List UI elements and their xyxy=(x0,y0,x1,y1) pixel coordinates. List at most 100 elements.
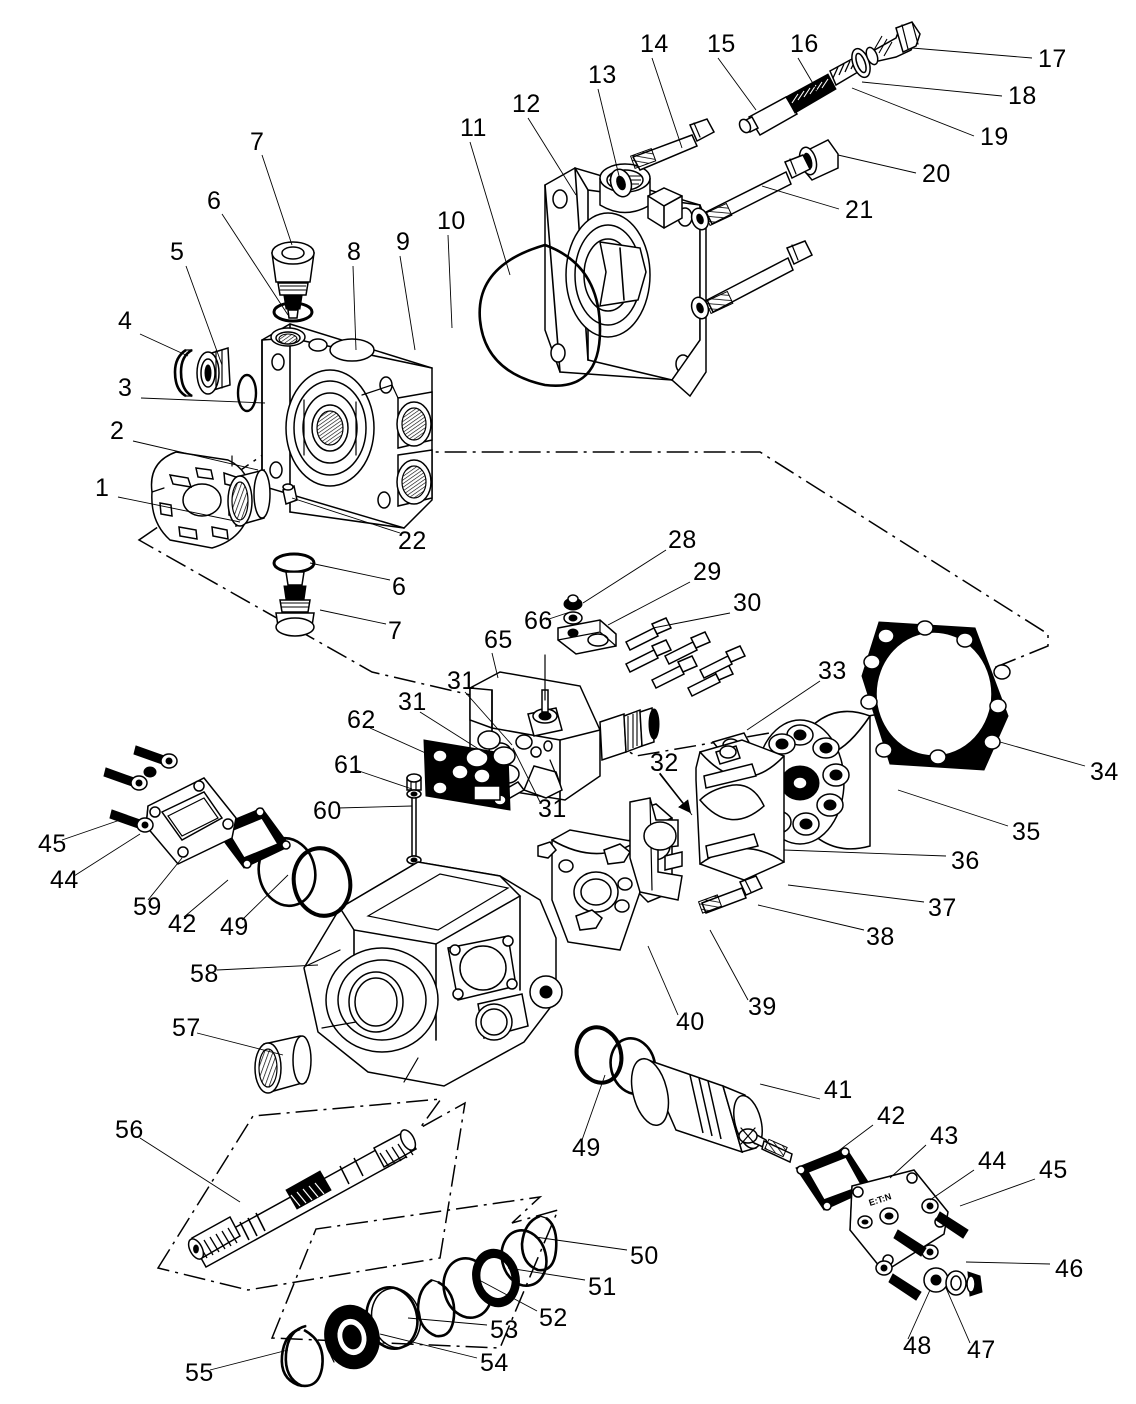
part-14-capscrew xyxy=(629,118,716,171)
part-21-capscrew-lower xyxy=(690,240,814,320)
leader-line-19 xyxy=(851,87,975,137)
leader-line-9 xyxy=(399,255,416,351)
callout-42a: 42 xyxy=(168,910,197,938)
leader-line-1 xyxy=(117,496,241,523)
part-2-needle-bearing xyxy=(227,469,271,527)
part-16-spring xyxy=(785,73,837,114)
part-5-shaft-seal xyxy=(196,347,231,395)
callout-41: 41 xyxy=(824,1076,853,1104)
leader-line-32 xyxy=(659,772,693,816)
callout-1: 1 xyxy=(95,474,110,502)
leader-line-44a xyxy=(73,833,141,877)
callout-14: 14 xyxy=(640,30,669,58)
leader-line-56 xyxy=(139,1137,241,1203)
callout-21: 21 xyxy=(845,196,874,224)
part-48-47-46-washers-nut xyxy=(923,1267,983,1297)
part-29-cover-plate xyxy=(544,619,617,701)
callout-38: 38 xyxy=(866,923,895,951)
callout-42b: 42 xyxy=(877,1102,906,1130)
leader-line-7b xyxy=(319,609,387,625)
part-34-gasket-large xyxy=(860,620,1011,771)
part-18-washer xyxy=(851,47,871,79)
callout-33: 33 xyxy=(818,657,847,685)
part-11-gasket xyxy=(478,243,602,388)
callout-44a: 44 xyxy=(50,866,79,894)
leader-line-58 xyxy=(216,964,319,971)
leader-line-21 xyxy=(761,185,840,210)
callout-11: 11 xyxy=(460,114,487,142)
leader-line-31b xyxy=(419,711,489,756)
leader-line-35 xyxy=(897,789,1009,827)
callout-12: 12 xyxy=(512,90,541,118)
callout-62: 62 xyxy=(347,706,376,734)
part-66-washer xyxy=(563,611,583,625)
callout-19: 19 xyxy=(980,123,1009,151)
callout-45a: 45 xyxy=(38,830,67,858)
leader-line-48 xyxy=(907,1289,931,1340)
callout-58: 58 xyxy=(190,960,219,988)
callout-49a: 49 xyxy=(220,913,249,941)
part-19-spring-small xyxy=(829,57,859,87)
leader-line-16 xyxy=(797,57,819,93)
part-4-retaining-ring xyxy=(173,348,193,398)
callout-60: 60 xyxy=(313,797,342,825)
leader-line-31a xyxy=(464,691,513,746)
callout-6b: 6 xyxy=(392,573,407,601)
part-12-pump-housing-rear xyxy=(544,163,707,398)
leader-line-37 xyxy=(787,884,925,903)
leader-line-40 xyxy=(647,945,679,1016)
callout-37: 37 xyxy=(928,894,957,922)
leader-lines xyxy=(61,47,1086,1371)
callout-31b: 31 xyxy=(398,688,427,716)
callout-16: 16 xyxy=(790,30,819,58)
callout-66: 66 xyxy=(524,607,553,635)
leader-line-55 xyxy=(209,1349,289,1371)
leader-line-49b xyxy=(581,1074,606,1141)
part-7-cartridge-valve-lower xyxy=(272,552,316,637)
leader-line-10 xyxy=(447,234,453,329)
callout-2: 2 xyxy=(110,417,125,445)
callout-50: 50 xyxy=(630,1242,659,1270)
part-36-swashplate xyxy=(695,739,785,881)
part-61-screw xyxy=(406,773,422,857)
leader-line-29 xyxy=(607,581,691,626)
callout-35: 35 xyxy=(1012,818,1041,846)
leader-line-36 xyxy=(783,849,947,857)
part-56-drive-shaft xyxy=(187,1129,418,1269)
leader-line-6b xyxy=(309,562,391,581)
callout-15: 15 xyxy=(707,30,736,58)
part-17-plug xyxy=(865,21,921,66)
leader-line-57 xyxy=(196,1032,284,1056)
leader-line-49a xyxy=(241,874,289,921)
callout-51: 51 xyxy=(588,1273,617,1301)
callout-34: 34 xyxy=(1090,758,1119,786)
part-21-capscrew xyxy=(690,154,812,231)
leader-line-46 xyxy=(965,1261,1051,1265)
callout-20: 20 xyxy=(922,160,951,188)
callout-44b: 44 xyxy=(978,1147,1007,1175)
leader-line-38 xyxy=(757,904,865,931)
part-50-bearing-race-and-ring xyxy=(500,1214,558,1287)
leader-line-12 xyxy=(527,117,577,196)
part-57-needle-bearing xyxy=(254,1035,312,1094)
leader-line-20 xyxy=(837,154,917,174)
leader-line-47 xyxy=(945,1287,971,1344)
leader-line-4 xyxy=(139,333,189,357)
callout-48: 48 xyxy=(903,1332,932,1360)
leader-line-59 xyxy=(147,857,183,901)
callout-8: 8 xyxy=(347,238,362,266)
callout-61: 61 xyxy=(334,751,363,779)
callout-46: 46 xyxy=(1055,1255,1084,1283)
callout-52: 52 xyxy=(539,1304,568,1332)
leader-line-5 xyxy=(185,265,223,366)
leader-line-11 xyxy=(469,141,511,276)
leader-line-66 xyxy=(545,611,571,621)
part-41-servo-piston xyxy=(630,1057,793,1164)
part-54-seal xyxy=(324,1304,380,1370)
callout-36: 36 xyxy=(951,847,980,875)
leader-line-50 xyxy=(534,1236,628,1251)
leader-line-54 xyxy=(379,1333,478,1359)
leader-line-13 xyxy=(597,88,621,181)
